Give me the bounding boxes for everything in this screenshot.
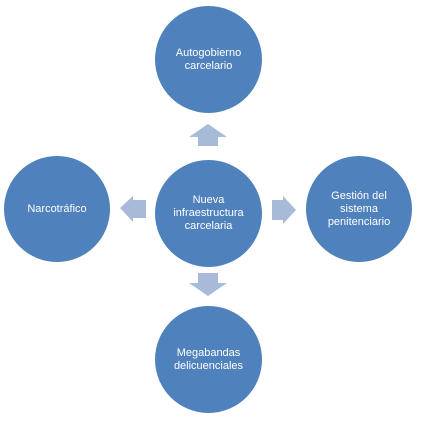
node-autogobierno-carcelario: Autogobierno carcelario xyxy=(155,6,262,113)
node-top-label: Autogobierno carcelario xyxy=(175,46,242,72)
node-nueva-infraestructura-carcelaria: Nueva infraestructura carcelaria xyxy=(155,160,262,267)
arrow-left xyxy=(120,196,146,222)
node-center-label: Nueva infraestructura carcelaria xyxy=(173,194,244,232)
node-gestion-sistema-penitenciario: Gestión del sistema penitenciario xyxy=(306,156,412,262)
node-narcotrafico: Narcotráfico xyxy=(4,156,110,262)
node-megabandas-delicuenciales: Megabandas delicuenciales xyxy=(155,306,262,413)
node-right-label: Gestión del sistema penitenciario xyxy=(327,189,391,228)
arrow-up xyxy=(189,124,227,146)
node-left-label: Narcotráfico xyxy=(27,202,87,215)
arrow-right xyxy=(272,196,296,224)
node-bottom-label: Megabandas delicuenciales xyxy=(173,346,244,372)
arrow-down xyxy=(189,273,227,296)
